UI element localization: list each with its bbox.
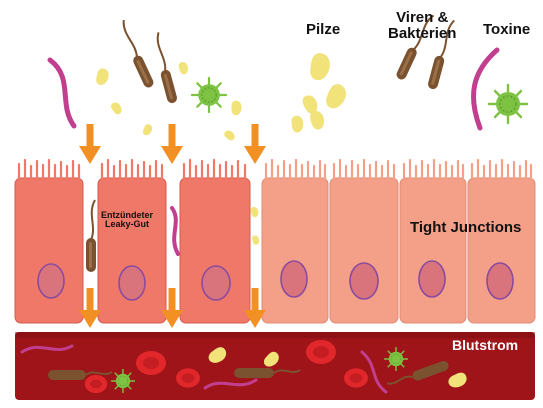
fungus-icon bbox=[321, 81, 351, 112]
fungus-icon bbox=[229, 100, 243, 117]
inflamed-cells bbox=[15, 178, 250, 323]
bacterium-icon bbox=[86, 200, 96, 272]
label-viren-line1: Viren & bbox=[388, 10, 456, 26]
fungus-icon bbox=[179, 62, 188, 74]
red-blood-cell-icon bbox=[85, 375, 108, 393]
healthy-cells bbox=[262, 178, 535, 323]
fungus-icon bbox=[305, 50, 335, 83]
bacterium-icon bbox=[150, 32, 178, 104]
label-blutstrom: Blutstrom bbox=[452, 338, 518, 353]
label-leaky-gut: Entzündeter Leaky-Gut bbox=[101, 211, 153, 230]
virus-icon bbox=[489, 85, 527, 123]
red-blood-cell-icon bbox=[344, 368, 368, 387]
toxin-icon bbox=[172, 208, 178, 254]
label-viren-line2: Bakterien bbox=[388, 26, 456, 42]
bacterium-icon bbox=[116, 20, 155, 89]
fungus-icon bbox=[93, 67, 112, 87]
red-blood-cell-icon bbox=[136, 351, 166, 375]
fungus-icon bbox=[251, 207, 259, 217]
fungus-icon bbox=[252, 236, 259, 245]
virus-icon bbox=[192, 78, 226, 112]
toxin-icon bbox=[473, 50, 497, 128]
arrow-down-icon bbox=[244, 124, 266, 164]
fungus-icon bbox=[223, 128, 236, 142]
fungus-icon bbox=[290, 115, 305, 133]
label-toxine: Toxine bbox=[483, 22, 530, 38]
fungus-icon bbox=[110, 101, 123, 116]
toxin-icon bbox=[50, 60, 74, 126]
virus-icon bbox=[112, 370, 135, 393]
red-blood-cell-icon bbox=[176, 368, 200, 387]
microvilli bbox=[19, 160, 531, 180]
red-blood-cell-icon bbox=[306, 340, 336, 364]
label-tight-junctions: Tight Junctions bbox=[410, 220, 521, 236]
label-pilze: Pilze bbox=[306, 22, 340, 38]
label-leaky-line2: Leaky-Gut bbox=[101, 220, 153, 229]
fungus-icon bbox=[141, 123, 155, 137]
arrow-down-icon bbox=[161, 124, 183, 164]
label-viren-bakterien: Viren & Bakterien bbox=[388, 10, 456, 42]
virus-icon bbox=[385, 348, 408, 371]
arrow-down-icon bbox=[79, 124, 101, 164]
fungus-icon bbox=[310, 111, 324, 130]
